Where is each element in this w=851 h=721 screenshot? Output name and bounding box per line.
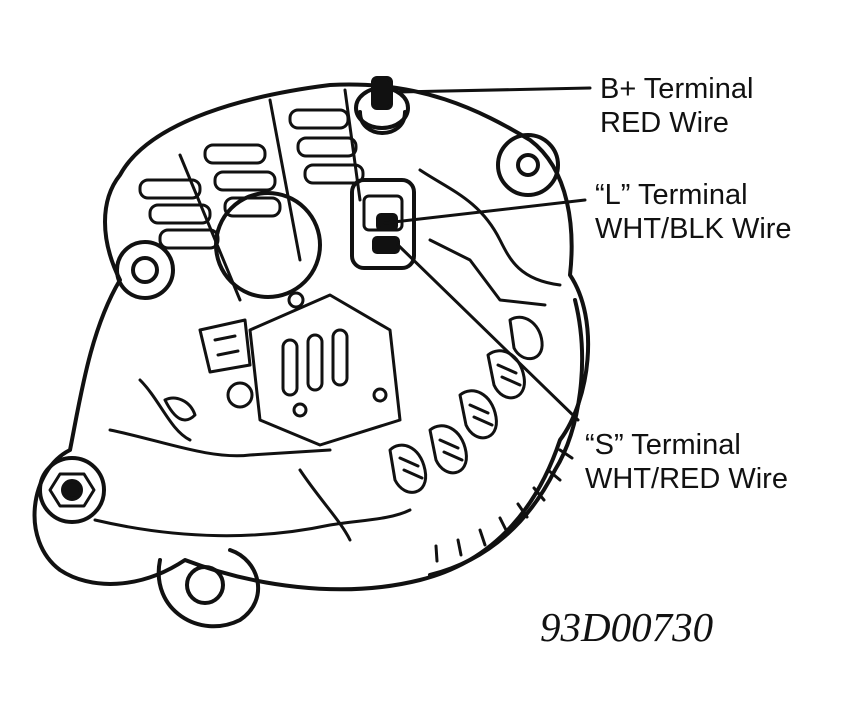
leader-line-s-terminal — [396, 243, 580, 422]
mounting-hole-left — [131, 256, 159, 284]
callout-s-terminal: “S” Terminal WHT/RED Wire — [585, 428, 788, 496]
connector-block — [350, 178, 416, 270]
callout-b-plus-terminal: B+ Terminal — [600, 73, 754, 105]
mounting-bolt-left — [38, 456, 106, 524]
mounting-ear-bottom — [156, 548, 260, 629]
mounting-hole-top — [516, 153, 540, 177]
regulator-cover — [214, 191, 322, 299]
callout-b-plus-wire: RED Wire — [600, 107, 729, 139]
mounting-ear-left — [115, 240, 175, 300]
callout-s-terminal-name: “S” Terminal — [585, 429, 741, 461]
front-housing-ribs — [434, 448, 574, 563]
mounting-ear-top — [496, 133, 560, 197]
leader-line-l-terminal — [383, 198, 587, 225]
brush-holder-plate — [248, 291, 402, 447]
callout-l-terminal-wire: WHT/BLK Wire — [595, 213, 792, 245]
figure-code: 93D00730 — [540, 604, 714, 650]
leader-lines — [383, 86, 592, 422]
cooling-fins-upper — [138, 88, 365, 302]
callout-l-terminal: “L” Terminal WHT/BLK Wire — [595, 178, 792, 246]
leader-line-b-plus — [396, 86, 592, 94]
b-plus-terminal-post — [354, 76, 410, 135]
callout-b-plus: B+ Terminal RED Wire — [600, 72, 753, 140]
terminal-bracket-left — [198, 318, 254, 409]
fan-vents-lower — [388, 315, 544, 494]
callout-l-terminal-name: “L” Terminal — [595, 179, 748, 211]
callout-s-terminal-wire: WHT/RED Wire — [585, 463, 788, 495]
housing-detail-lines — [93, 168, 562, 542]
front-housing-edge — [428, 298, 584, 577]
